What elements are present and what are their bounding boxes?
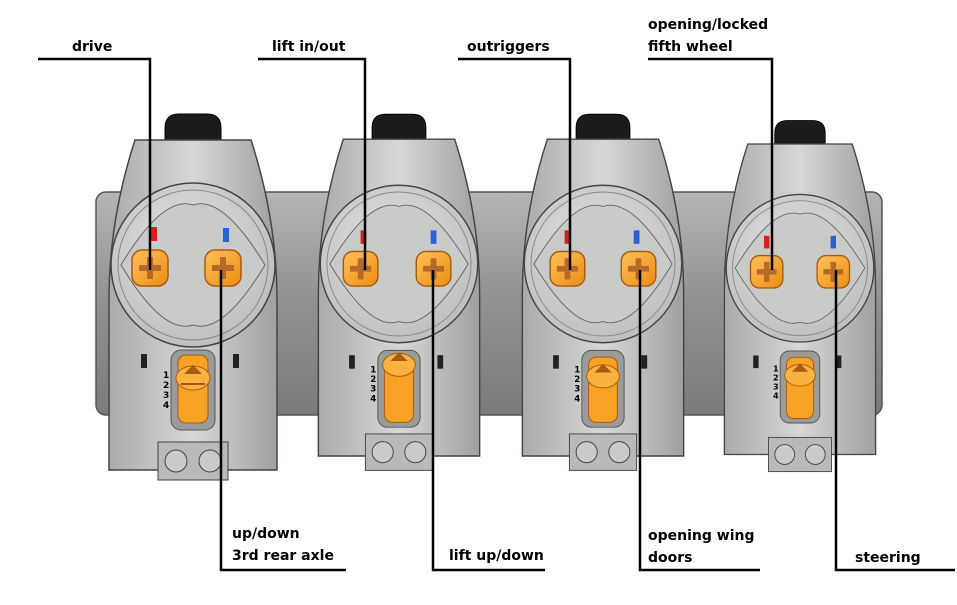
blue-indicator: [223, 228, 229, 242]
air-port-left: [749, 254, 784, 289]
switch-marking-4: 4: [163, 401, 169, 411]
switch-marking-4: 4: [773, 391, 779, 401]
red-indicator: [360, 230, 367, 244]
pneumatic-switch-4: 1 2 3 4: [723, 120, 877, 473]
air-port-right: [204, 249, 242, 287]
blue-indicator: [633, 230, 640, 244]
air-port-right: [816, 254, 851, 289]
leader-line-lift-up-down: [431, 270, 545, 572]
label-up-down-line2: 3rd rear axle: [232, 548, 334, 564]
switch-marking-4: 4: [370, 394, 376, 404]
air-port-left: [549, 250, 586, 287]
air-port-left: [342, 250, 379, 287]
switch-marking-3: 3: [574, 385, 580, 395]
leader-line-drive: [38, 57, 152, 270]
switch-marking-3: 3: [163, 391, 169, 401]
label-opening-locked-line1: opening/locked: [648, 17, 768, 33]
switch-marking-1: 1: [370, 365, 376, 375]
switch-marking-2: 2: [574, 375, 580, 385]
label-lift-in-out: lift in/out: [272, 39, 346, 55]
leader-line-up-down: [219, 270, 346, 572]
pneumatic-switch-3: 1 2 3 4: [521, 113, 685, 471]
label-outriggers: outriggers: [467, 39, 550, 55]
leader-line-wing-doors: [638, 270, 760, 572]
switch-marking-2: 2: [370, 375, 376, 385]
pneumatic-switch-2: 1 2 3 4: [317, 113, 481, 471]
leader-line-lift-in-out: [258, 57, 367, 270]
leader-line-steering: [834, 270, 955, 572]
switch-marking-1: 1: [163, 371, 169, 381]
switch-marking-3: 3: [370, 385, 376, 395]
label-drive: drive: [72, 39, 112, 55]
label-wing-doors-line1: opening wing: [648, 528, 754, 544]
air-port-right: [620, 250, 657, 287]
switch-marking-2: 2: [773, 373, 779, 383]
label-steering: steering: [855, 550, 921, 566]
switch-marking-1: 1: [574, 365, 580, 375]
leader-lines: [38, 57, 955, 572]
leader-line-outriggers: [458, 57, 572, 270]
label-opening-locked-line2: fifth wheel: [648, 39, 733, 55]
leader-line-opening-locked: [648, 57, 774, 270]
blue-indicator: [430, 230, 437, 244]
switch-marking-4: 4: [574, 394, 580, 404]
pneumatic-switch-1: 1 2 3 4: [108, 113, 278, 481]
switch-marking-2: 2: [163, 381, 169, 391]
switch-marking-3: 3: [773, 382, 779, 392]
red-indicator: [564, 230, 571, 244]
blue-indicator: [830, 235, 836, 249]
switch-marking-1: 1: [773, 364, 779, 374]
red-indicator: [151, 227, 157, 241]
red-indicator: [764, 235, 770, 249]
connecting-shaft: [95, 191, 883, 416]
label-lift-up-down: lift up/down: [449, 548, 544, 564]
label-up-down-line1: up/down: [232, 526, 300, 542]
label-wing-doors-line2: doors: [648, 550, 693, 566]
